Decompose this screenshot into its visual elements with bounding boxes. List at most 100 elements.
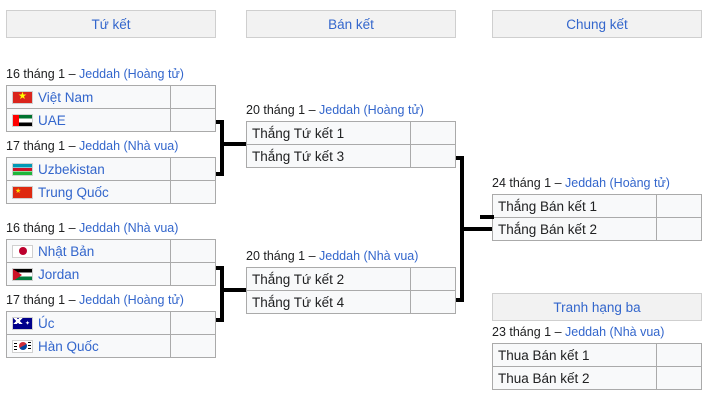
team-name-away-qf2[interactable]: Trung Quốc xyxy=(38,184,109,200)
team-name-away-qf1[interactable]: UAE xyxy=(38,112,66,128)
table-row: Nhật Bản xyxy=(6,239,216,263)
match-date-qf4: 17 tháng 1 xyxy=(6,293,66,307)
match-table-sf1: Thắng Tứ kết 1 Thắng Tứ kết 3 xyxy=(246,121,456,168)
table-row: Thắng Tứ kết 2 xyxy=(246,267,456,291)
table-row: Thua Bán kết 2 xyxy=(492,366,702,390)
match-table-qf3: Nhật Bản Jordan xyxy=(6,239,216,286)
team-cell-away-final: Thắng Bán kết 2 xyxy=(492,217,657,241)
match-meta-qf4: 17 tháng 1 – Jeddah (Hoàng tử) xyxy=(6,293,184,307)
team-name-away-third-place: Thua Bán kết 2 xyxy=(498,370,590,386)
table-row: Thắng Tứ kết 4 xyxy=(246,290,456,314)
match-venue-sf1[interactable]: Jeddah (Hoàng tử) xyxy=(319,103,424,117)
score-cell-away-sf1 xyxy=(410,144,456,168)
team-name-away-qf4[interactable]: Hàn Quốc xyxy=(38,338,99,354)
team-name-away-final: Thắng Bán kết 2 xyxy=(498,221,598,237)
meta-dash: – xyxy=(68,293,76,307)
round-header-quarterfinal[interactable]: Tứ kết xyxy=(6,10,216,38)
meta-dash: – xyxy=(68,221,76,235)
match-table-sf2: Thắng Tứ kết 2 Thắng Tứ kết 4 xyxy=(246,267,456,314)
team-cell-home-third-place: Thua Bán kết 1 xyxy=(492,343,657,367)
connector-to-sf1 xyxy=(220,142,246,146)
team-cell-away-qf2: Trung Quốc xyxy=(6,180,171,204)
score-cell-home-qf1 xyxy=(170,85,216,109)
team-cell-home-qf3: Nhật Bản xyxy=(6,239,171,263)
round-header-third-place-label: Tranh hạng ba xyxy=(553,300,641,315)
team-name-home-qf2[interactable]: Uzbekistan xyxy=(38,161,105,177)
round-header-final[interactable]: Chung kết xyxy=(492,10,702,38)
match-table-final: Thắng Bán kết 1 Thắng Bán kết 2 xyxy=(492,194,702,241)
team-name-away-sf1: Thắng Tứ kết 3 xyxy=(252,148,345,164)
score-cell-home-sf1 xyxy=(410,121,456,145)
score-cell-home-final xyxy=(656,194,702,218)
table-row: Thắng Bán kết 2 xyxy=(492,217,702,241)
match-meta-sf2: 20 tháng 1 – Jeddah (Nhà vua) xyxy=(246,249,418,263)
match-date-sf2: 20 tháng 1 xyxy=(246,249,306,263)
round-header-quarterfinal-label: Tứ kết xyxy=(91,17,131,32)
score-cell-away-final xyxy=(656,217,702,241)
team-name-home-final: Thắng Bán kết 1 xyxy=(498,198,598,214)
meta-dash: – xyxy=(308,103,316,117)
match-venue-sf2[interactable]: Jeddah (Nhà vua) xyxy=(319,249,419,263)
team-name-home-qf4[interactable]: Úc xyxy=(38,315,55,331)
score-cell-home-qf4 xyxy=(170,311,216,335)
match-meta-qf3: 16 tháng 1 – Jeddah (Nhà vua) xyxy=(6,221,178,235)
team-name-away-sf2: Thắng Tứ kết 4 xyxy=(252,294,345,310)
match-date-qf1: 16 tháng 1 xyxy=(6,67,66,81)
round-header-third-place[interactable]: Tranh hạng ba xyxy=(492,293,702,321)
meta-dash: – xyxy=(68,67,76,81)
table-row: Thua Bán kết 1 xyxy=(492,343,702,367)
team-name-away-qf3[interactable]: Jordan xyxy=(38,266,80,282)
table-row: UAE xyxy=(6,108,216,132)
table-row: Úc xyxy=(6,311,216,335)
match-venue-qf2[interactable]: Jeddah (Nhà vua) xyxy=(79,139,179,153)
team-name-home-qf1[interactable]: Việt Nam xyxy=(38,89,94,105)
score-cell-home-sf2 xyxy=(410,267,456,291)
score-cell-home-qf3 xyxy=(170,239,216,263)
table-row: Trung Quốc xyxy=(6,180,216,204)
match-venue-qf4[interactable]: Jeddah (Hoàng tử) xyxy=(79,293,184,307)
team-name-home-qf3[interactable]: Nhật Bản xyxy=(38,243,95,259)
table-row: Thắng Bán kết 1 xyxy=(492,194,702,218)
match-table-qf4: Úc Hàn Quốc xyxy=(6,311,216,358)
match-table-qf2: Uzbekistan Trung Quốc xyxy=(6,157,216,204)
match-meta-third-place: 23 tháng 1 – Jeddah (Nhà vua) xyxy=(492,325,664,339)
table-row: Hàn Quốc xyxy=(6,334,216,358)
round-header-semifinal[interactable]: Bán kết xyxy=(246,10,456,38)
score-cell-home-qf2 xyxy=(170,157,216,181)
connector-qf3-qf4-vertical xyxy=(220,266,224,322)
flag-uzbekistan-icon xyxy=(12,162,33,176)
team-cell-away-qf1: UAE xyxy=(6,108,171,132)
match-venue-qf3[interactable]: Jeddah (Nhà vua) xyxy=(79,221,179,235)
connector-sf2-stub xyxy=(456,298,464,302)
score-cell-away-qf2 xyxy=(170,180,216,204)
team-name-home-sf2: Thắng Tứ kết 2 xyxy=(252,271,345,287)
score-cell-away-qf1 xyxy=(170,108,216,132)
round-header-semifinal-label: Bán kết xyxy=(328,17,374,32)
match-venue-qf1[interactable]: Jeddah (Hoàng tử) xyxy=(79,67,184,81)
match-date-final: 24 tháng 1 xyxy=(492,176,552,190)
match-meta-sf1: 20 tháng 1 – Jeddah (Hoàng tử) xyxy=(246,103,424,117)
connector-final-stub xyxy=(480,215,494,219)
team-cell-away-qf4: Hàn Quốc xyxy=(6,334,171,358)
team-cell-home-qf1: Việt Nam xyxy=(6,85,171,109)
match-venue-final[interactable]: Jeddah (Hoàng tử) xyxy=(565,176,670,190)
flag-japan-icon xyxy=(12,244,33,258)
team-cell-away-qf3: Jordan xyxy=(6,262,171,286)
match-meta-qf1: 16 tháng 1 – Jeddah (Hoàng tử) xyxy=(6,67,184,81)
team-name-home-sf1: Thắng Tứ kết 1 xyxy=(252,125,345,141)
match-venue-third-place[interactable]: Jeddah (Nhà vua) xyxy=(565,325,665,339)
score-cell-away-qf3 xyxy=(170,262,216,286)
score-cell-away-third-place xyxy=(656,366,702,390)
match-meta-qf2: 17 tháng 1 – Jeddah (Nhà vua) xyxy=(6,139,178,153)
match-date-qf2: 17 tháng 1 xyxy=(6,139,66,153)
table-row: Jordan xyxy=(6,262,216,286)
team-cell-away-sf1: Thắng Tứ kết 3 xyxy=(246,144,411,168)
flag-south-korea-icon xyxy=(12,339,33,353)
team-name-home-third-place: Thua Bán kết 1 xyxy=(498,347,590,363)
flag-uae-icon xyxy=(12,113,33,127)
score-cell-away-qf4 xyxy=(170,334,216,358)
flag-australia-icon xyxy=(12,316,33,330)
match-date-third-place: 23 tháng 1 xyxy=(492,325,552,339)
connector-to-final xyxy=(460,227,492,231)
